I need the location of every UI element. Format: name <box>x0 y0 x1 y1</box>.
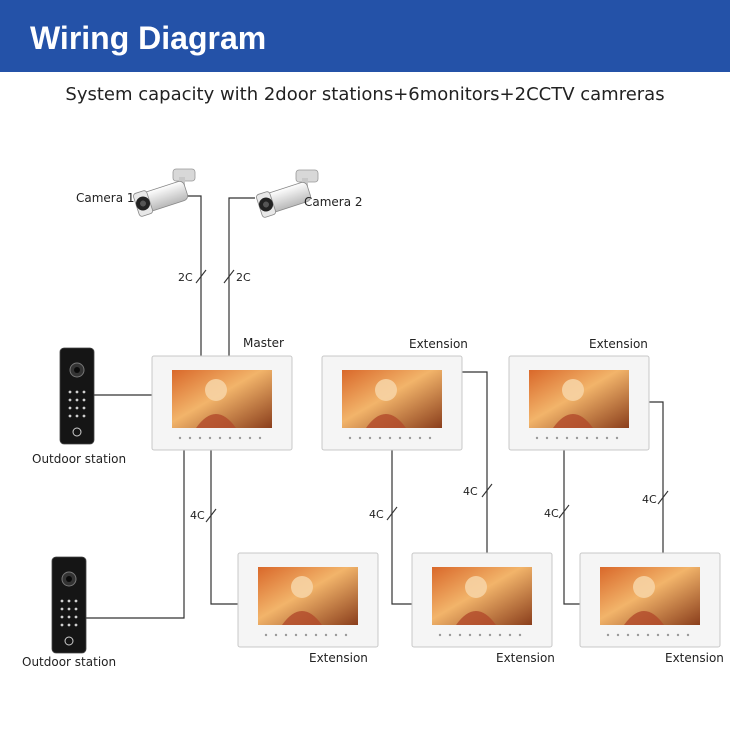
wire-label: 4C <box>369 508 384 521</box>
wire-label: 4C <box>544 507 559 520</box>
wire-tick <box>657 490 669 505</box>
wire-label: 4C <box>463 485 478 498</box>
wire-tick <box>481 483 493 498</box>
door-station-icon <box>59 347 95 445</box>
wire-label: 4C <box>190 509 205 522</box>
wire-master-ext4 <box>210 450 238 605</box>
wire-ext2-ext6 <box>563 450 580 605</box>
wire-label: 2C <box>178 271 193 284</box>
page-title: Wiring Diagram <box>30 20 267 56</box>
monitor-icon <box>321 355 463 451</box>
monitor-label: Extension <box>665 651 724 665</box>
door-station-icon <box>51 556 87 654</box>
wire-tick <box>205 508 217 523</box>
monitor-label: Extension <box>496 651 555 665</box>
wire-label: 4C <box>642 493 657 506</box>
camera-2 <box>256 169 319 218</box>
wire-label: 2C <box>236 271 251 284</box>
wire-tick <box>386 506 398 521</box>
camera-label: Camera 2 <box>304 195 363 209</box>
monitor-icon <box>508 355 650 451</box>
header-banner: Wiring Diagram <box>0 0 730 72</box>
camera-icon <box>256 169 319 218</box>
wire-camera1-master <box>186 195 202 356</box>
wire-ext1-ext5 <box>391 450 412 605</box>
wire-tick <box>195 269 207 284</box>
camera-icon <box>133 168 196 217</box>
wire-tick <box>558 504 570 519</box>
outdoor-station-2 <box>51 556 87 654</box>
monitor-label: Extension <box>589 337 648 351</box>
monitor-label: Extension <box>409 337 468 351</box>
monitor-icon <box>151 355 293 451</box>
station-label: Outdoor station <box>32 452 126 466</box>
camera-1 <box>133 168 196 217</box>
monitor-extension-5 <box>579 552 721 648</box>
wire-station2-master <box>86 450 185 619</box>
monitor-icon <box>237 552 379 648</box>
wire-ext2-ext6-b <box>648 401 664 553</box>
monitor-master <box>151 355 293 451</box>
station-label: Outdoor station <box>22 655 116 669</box>
wire-ticks <box>195 269 669 523</box>
camera-label: Camera 1 <box>76 191 135 205</box>
monitor-extension-1 <box>321 355 463 451</box>
system-capacity-subtitle: System capacity with 2door stations+6mon… <box>65 84 665 105</box>
monitor-extension-3 <box>237 552 379 648</box>
wire-camera2-master <box>228 197 255 356</box>
monitor-icon <box>579 552 721 648</box>
monitor-extension-2 <box>508 355 650 451</box>
wire-ext1-ext5-b <box>462 371 488 553</box>
monitor-icon <box>411 552 553 648</box>
monitor-extension-4 <box>411 552 553 648</box>
monitor-label: Master <box>243 336 284 350</box>
monitor-label: Extension <box>309 651 368 665</box>
outdoor-station-1 <box>59 347 95 445</box>
wires <box>86 195 664 619</box>
wire-tick <box>223 269 235 284</box>
